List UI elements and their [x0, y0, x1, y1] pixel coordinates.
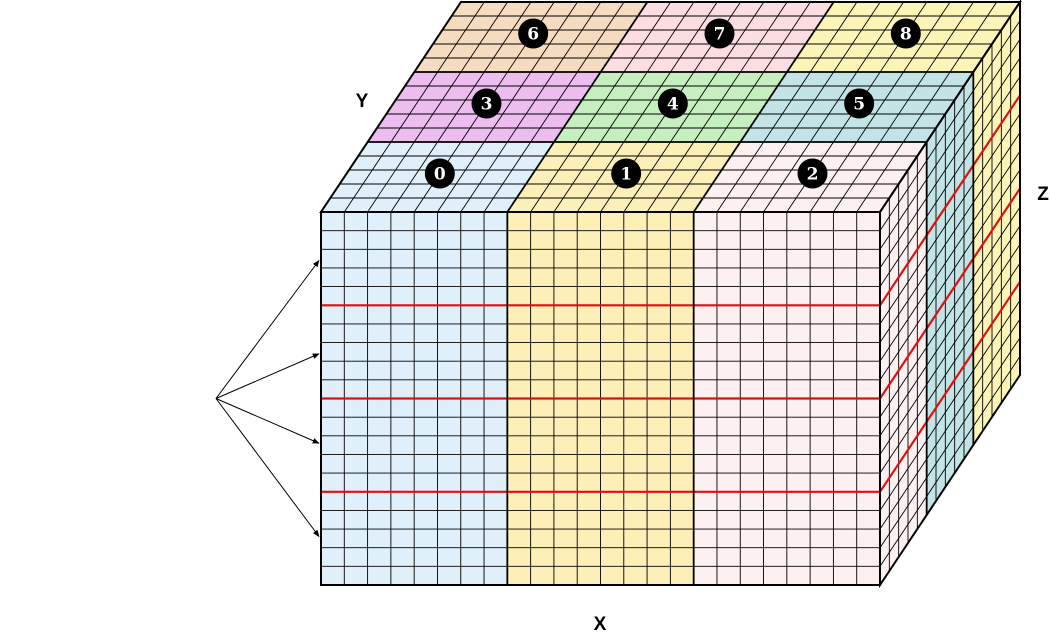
side-grid-line: [879, 57, 1021, 269]
region-badges: 0 1 2 3 4 5 6 7 8: [424, 18, 921, 189]
side-grid-line: [879, 244, 1021, 455]
top-grid-line: [483, 1, 625, 213]
side-grid-line: [879, 132, 1021, 343]
region-badge-4: 4: [657, 88, 688, 119]
region-badge-circle: [657, 88, 688, 119]
top-grid-line: [670, 1, 811, 213]
region-badge-circle: [518, 18, 549, 49]
region-badge-7: 7: [704, 18, 735, 49]
plane-arrow: [215, 398, 320, 444]
side-grid-line: [879, 262, 1021, 474]
top-grid-line: [646, 1, 788, 213]
top-grid-line: [460, 1, 602, 213]
region-badge-label: 8: [900, 25, 912, 45]
top-grid-line: [763, 1, 904, 213]
top-grid-line: [716, 1, 858, 213]
top-grid-line: [437, 1, 578, 213]
side-grid-line: [879, 169, 1021, 381]
top-grid-line: [809, 1, 951, 213]
axis-label-y: Y: [356, 91, 369, 112]
top-grid-line: [367, 1, 508, 213]
region-badge-6: 6: [518, 18, 549, 49]
region-badge-label: 1: [620, 165, 632, 185]
region-badge-circle: [890, 18, 921, 49]
region-badge-label: 5: [853, 95, 865, 115]
side-grid-line: [879, 356, 1021, 567]
side-grid-line: [879, 318, 1021, 530]
side-grid-line: [879, 225, 1021, 437]
side-face-border: [879, 0, 1021, 589]
side-grid-line: [879, 76, 1021, 287]
top-grid-line: [623, 1, 765, 213]
plane-arrow: [215, 259, 320, 399]
cube-borders: [319, 0, 1022, 589]
region-badge-3: 3: [471, 88, 502, 119]
axis-label-x: X: [594, 614, 607, 632]
side-grid-line: [879, 300, 1021, 511]
top-grid-line: [856, 1, 998, 213]
region-badge-circle: [611, 158, 642, 189]
side-grid-line: [879, 20, 1021, 231]
region-badge-label: 7: [714, 25, 726, 45]
side-grid-line: [879, 337, 1021, 548]
axis-label-z: Z: [1037, 184, 1049, 205]
region-badge-circle: [471, 88, 502, 119]
top-region-divider: [692, 1, 835, 213]
region-badge-circle: [844, 88, 875, 119]
region-badge-2: 2: [797, 158, 828, 189]
side-grid-line: [879, 206, 1021, 418]
region-badge-circle: [797, 158, 828, 189]
region-badge-label: 0: [434, 165, 446, 185]
side-grid-line: [879, 113, 1021, 325]
region-badge-label: 2: [807, 165, 819, 185]
region-badge-circle: [424, 158, 455, 189]
top-region-divider: [506, 1, 649, 213]
plane-arrow: [215, 353, 320, 399]
top-grid-line: [553, 1, 695, 213]
top-grid-line: [833, 1, 974, 213]
region-badge-label: 6: [527, 25, 539, 45]
region-badge-label: 3: [481, 95, 493, 115]
side-grid-line: [879, 39, 1021, 250]
plane-arrow: [215, 398, 320, 538]
region-badge-5: 5: [844, 88, 875, 119]
region-badge-0: 0: [424, 158, 455, 189]
region-badge-1: 1: [611, 158, 642, 189]
top-grid-line: [390, 1, 532, 213]
top-grid-line: [343, 1, 485, 213]
top-grid-line: [739, 1, 881, 213]
side-grid-line: [879, 150, 1021, 362]
top-grid-line: [530, 1, 671, 213]
region-badge-8: 8: [890, 18, 921, 49]
top-grid-line: [576, 1, 718, 213]
plane-arrows: [215, 259, 320, 538]
region-badge-circle: [704, 18, 735, 49]
region-badge-label: 4: [667, 95, 679, 115]
